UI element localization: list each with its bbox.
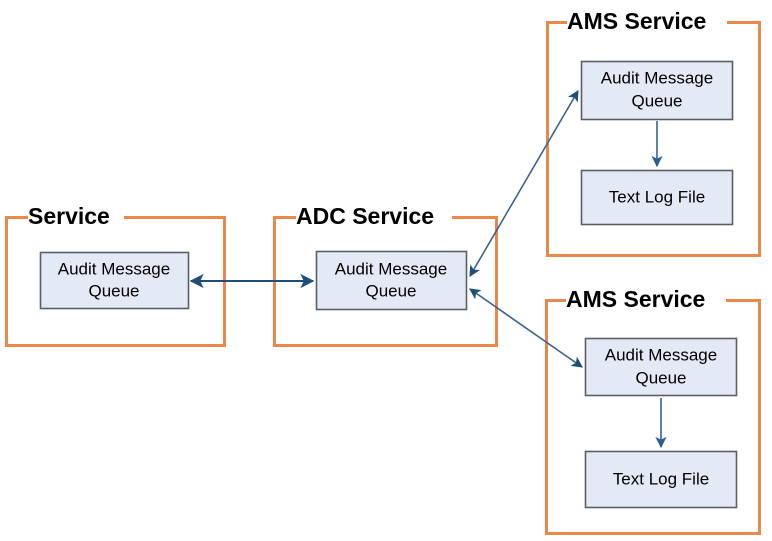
service-audit-message-queue-box xyxy=(39,251,190,310)
node-ams-bottom-audit-message-queue: Audit Message Queue xyxy=(584,337,738,397)
group-adc-service: ADC Service xyxy=(273,203,498,347)
group-service-label: Service xyxy=(28,203,110,229)
node-ams-top-audit-message-queue: Audit Message Queue xyxy=(580,60,734,121)
ams-bottom-audit-message-queue-label-line1: Audit Message xyxy=(605,345,717,364)
service-audit-message-queue-label-line2: Queue xyxy=(88,281,139,300)
node-ams-top-text-log-file: Text Log File xyxy=(580,169,734,226)
group-ams-service-top: AMS Service xyxy=(546,8,761,257)
ams-bottom-text-log-file-label: Text Log File xyxy=(613,469,709,488)
group-ams-service-bottom-label: AMS Service xyxy=(566,286,705,312)
ams-top-text-log-file-label: Text Log File xyxy=(609,187,705,206)
ams-top-audit-message-queue-box xyxy=(580,60,734,121)
ams-bottom-audit-message-queue-box xyxy=(584,337,738,397)
group-ams-service-top-frame xyxy=(546,21,761,257)
ams-bottom-text-log-file-box xyxy=(584,450,738,509)
group-frames: Service ADC Service AMS Service AMS Serv… xyxy=(5,8,761,535)
adc-audit-message-queue-box xyxy=(315,250,468,311)
node-adc-audit-message-queue: Audit Message Queue xyxy=(315,250,468,311)
group-ams-service-top-label: AMS Service xyxy=(567,8,706,34)
group-service: Service xyxy=(5,203,226,347)
node-service-audit-message-queue: Audit Message Queue xyxy=(39,251,190,310)
edge-adc-to-ams-top xyxy=(469,90,579,277)
adc-audit-message-queue-label-line1: Audit Message xyxy=(335,259,447,278)
ams-top-audit-message-queue-label-line1: Audit Message xyxy=(601,68,713,87)
adc-audit-message-queue-label-line2: Queue xyxy=(365,281,416,300)
service-audit-message-queue-label-line1: Audit Message xyxy=(58,259,170,278)
ams-top-text-log-file-box xyxy=(580,169,734,226)
node-ams-bottom-text-log-file: Text Log File xyxy=(584,450,738,509)
edge-adc-to-ams-bottom xyxy=(469,288,583,368)
group-service-frame xyxy=(5,216,226,347)
nodes: Audit Message Queue Audit Message Queue … xyxy=(39,60,738,509)
ams-top-audit-message-queue-label-line2: Queue xyxy=(631,91,682,110)
edges xyxy=(189,90,667,449)
ams-bottom-audit-message-queue-label-line2: Queue xyxy=(635,368,686,387)
group-adc-service-label: ADC Service xyxy=(296,203,434,229)
